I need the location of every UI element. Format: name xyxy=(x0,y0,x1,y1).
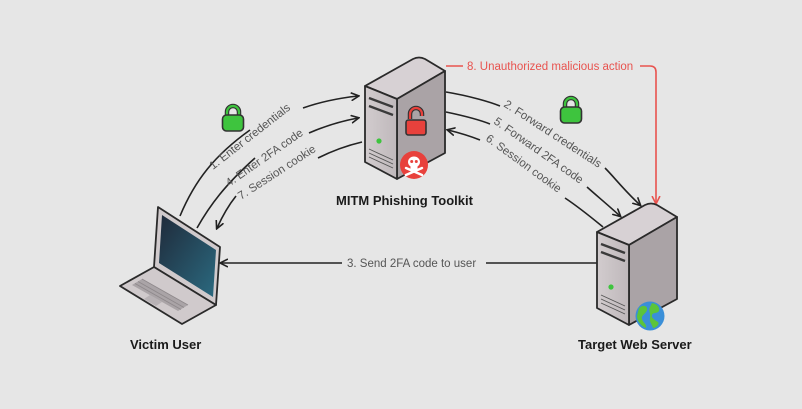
mitm-server-icon xyxy=(364,56,446,180)
locked-padlock-icon xyxy=(559,95,583,124)
flow-2-forward-credentials xyxy=(445,91,640,205)
victim-label: Victim User xyxy=(130,337,201,352)
flow-1-enter-credentials xyxy=(179,96,358,217)
target-server-icon xyxy=(596,202,678,326)
flow-5-forward-2fa xyxy=(445,111,620,216)
flow-8-malicious-action xyxy=(446,65,656,203)
flow-4-enter-2fa xyxy=(196,118,358,229)
globe-icon xyxy=(635,301,665,331)
target-label: Target Web Server xyxy=(578,337,692,352)
flow-7-session-cookie-to-user xyxy=(217,141,363,228)
mitm-label: MITM Phishing Toolkit xyxy=(336,193,474,208)
flow-6-session-cookie xyxy=(448,130,604,228)
unlocked-padlock-icon xyxy=(405,105,427,136)
laptop-icon xyxy=(119,206,221,325)
flow-label-8: 8. Unauthorized malicious action xyxy=(467,61,633,73)
skull-crossbones-icon xyxy=(400,151,428,179)
locked-padlock-icon xyxy=(221,103,245,132)
flow-label-3: 3. Send 2FA code to user xyxy=(347,258,476,270)
